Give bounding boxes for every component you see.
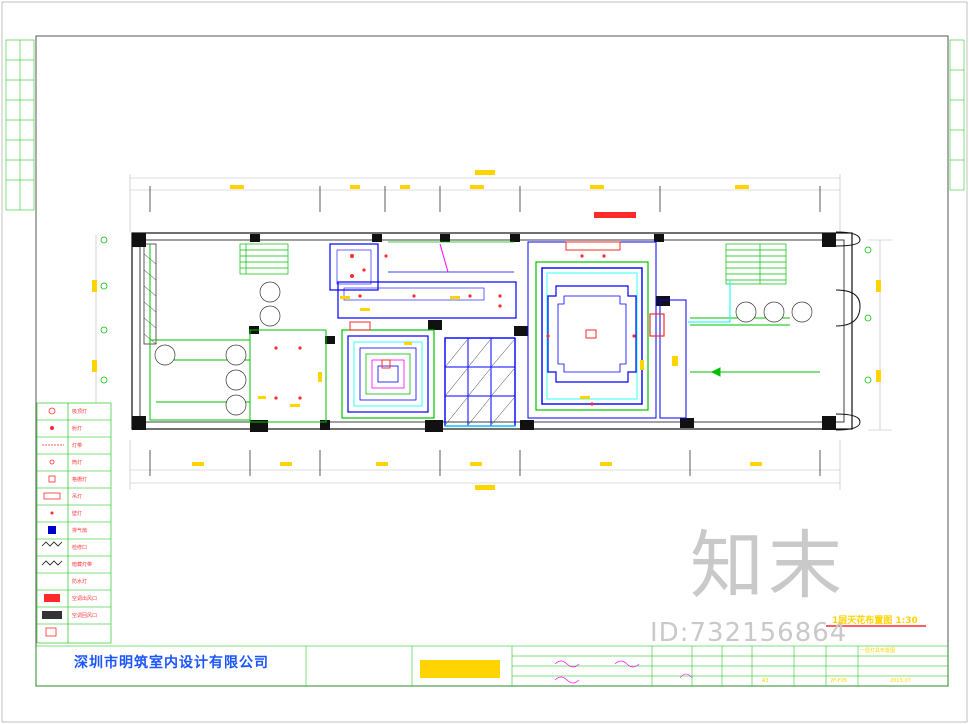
right-room [659, 299, 687, 419]
watermark-brand: 知末 [690, 523, 846, 609]
legend-item: 吊灯 [72, 494, 83, 500]
drawing-name: 一层灯具布置图 [860, 648, 896, 654]
walls [131, 232, 853, 430]
legend-item: 空调出风口 [72, 596, 98, 602]
binding-strip-right [949, 39, 965, 191]
plant-circles [154, 281, 813, 416]
stair-left [239, 243, 289, 275]
legend-table [36, 402, 112, 644]
dimension-labels [92, 170, 881, 490]
legend-item: 灯带 [72, 443, 83, 449]
legend-item: 空调回风口 [72, 613, 98, 619]
drawing-date: 2013.07 [890, 678, 911, 684]
watermark-id: ID:732156864 [650, 618, 848, 648]
legend-item: 壁灯 [72, 511, 83, 517]
sheet-size: A3 [762, 678, 769, 684]
entry-arrow [710, 367, 820, 377]
legend-item: 暗藏灯带 [72, 562, 93, 568]
dimension-lines-bottom [129, 440, 841, 490]
company-name: 深圳市明筑室内设计有限公司 [74, 655, 269, 671]
cyan-lines [444, 280, 731, 427]
firm-logo [420, 660, 500, 678]
bay-window-arcs [835, 231, 861, 431]
legend-item: 格栅灯 [72, 477, 88, 483]
legend-item: 射灯 [72, 426, 83, 432]
legend-item: 防水灯 [72, 579, 88, 585]
legend-item: 排气扇 [72, 528, 88, 534]
room-ceiling-1 [329, 243, 379, 291]
dimension-ticks-top [149, 186, 821, 212]
tray-ceiling-small [341, 329, 435, 419]
grid-ceiling [444, 337, 516, 427]
legend-item: 筒灯 [72, 460, 83, 466]
plan-title: 1层天花布置图 1:30 [832, 616, 918, 626]
sheet-number: 2F-F05 [830, 678, 848, 684]
binding-strip-left [5, 39, 35, 211]
dimension-lines-top [129, 174, 841, 232]
structural-columns [132, 233, 836, 432]
red-fixtures [274, 212, 636, 406]
stair-right [725, 243, 787, 285]
legend-item: 吸顶灯 [72, 409, 88, 415]
partitions [149, 244, 820, 423]
title-block [35, 645, 949, 687]
corridor-ceiling [337, 281, 517, 319]
legend-item: 检修口 [72, 545, 88, 551]
legend-symbols [41, 407, 64, 637]
